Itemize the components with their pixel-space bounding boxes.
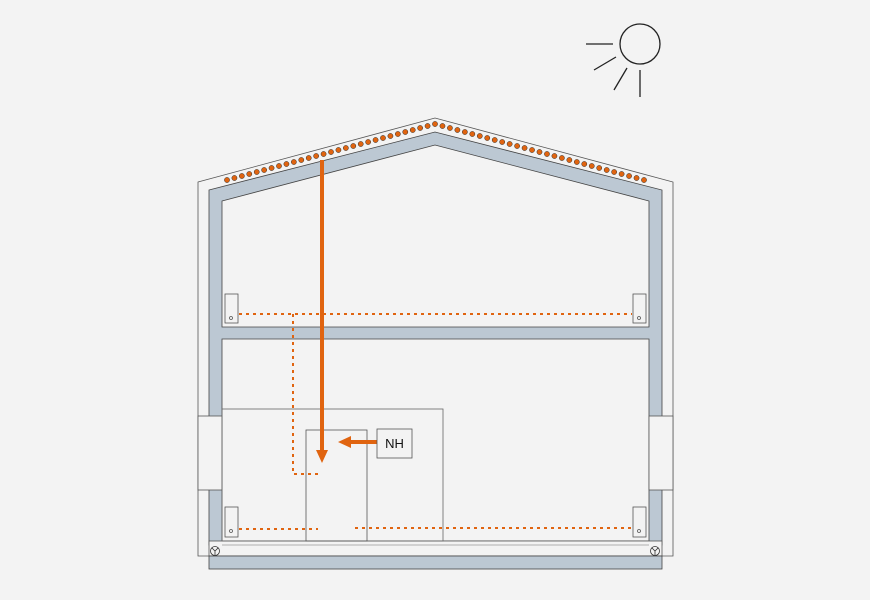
radiator: [224, 293, 239, 324]
solar-collector-dot: [559, 155, 565, 161]
solar-collector-dot: [462, 129, 468, 135]
ventilation-icon: [210, 546, 220, 556]
solar-collector-dot: [573, 159, 580, 165]
solar-collector-dot: [484, 135, 491, 141]
solar-collector-dot: [283, 161, 290, 167]
solar-collector-dot: [424, 123, 431, 129]
solar-collector-dot: [298, 157, 305, 163]
radiator: [632, 293, 647, 324]
solar-collector-dot: [529, 147, 535, 153]
solar-collector-dot: [291, 159, 297, 165]
solar-collector-dot: [588, 163, 595, 169]
solar-collector-dot: [395, 131, 401, 137]
solar-collector-dot: [544, 151, 550, 157]
solar-collector-dot: [641, 177, 647, 183]
solar-collector-dot: [611, 169, 617, 175]
solar-collector-dot: [380, 135, 386, 141]
solar-collector-dot: [335, 147, 342, 153]
solar-collector-dot: [536, 149, 543, 155]
solar-collector-dot: [506, 141, 513, 147]
sun-icon: [586, 23, 661, 97]
ventilation-icon: [650, 546, 660, 556]
solar-collector-dot: [313, 153, 319, 159]
solar-collector-dot: [603, 167, 610, 173]
solar-collector-dot: [365, 139, 371, 145]
ground-floor-slab: [208, 540, 663, 557]
solar-collector-dot: [343, 145, 349, 151]
radiators: [224, 293, 647, 538]
solar-collector-dot: [224, 177, 230, 183]
solar-collector-dot: [626, 173, 632, 179]
solar-collector-dot: [239, 173, 245, 179]
solar-collector-dot: [246, 171, 253, 177]
solar-collector-dot: [551, 153, 558, 159]
solar-collector-dot: [514, 143, 520, 149]
solar-collector-dot: [357, 141, 364, 147]
solar-collector-dot: [417, 125, 423, 131]
heating-pipes: [239, 313, 632, 530]
solar-collector-dot: [402, 129, 409, 135]
foundation: [208, 555, 663, 570]
solar-collector-dot: [350, 143, 357, 149]
heat-storage-tank: [305, 429, 368, 542]
solar-collector-roof: [224, 121, 647, 183]
solar-collector-dot: [581, 161, 588, 167]
window-left: [197, 415, 223, 491]
solar-collector-dot: [276, 163, 282, 169]
solar-collector-dot: [409, 127, 416, 133]
solar-collector-dot: [439, 123, 446, 129]
solar-collector-dot: [231, 175, 238, 181]
solar-collector-dot: [432, 121, 438, 127]
solar-collector-dot: [372, 137, 379, 143]
solar-collector-dot: [305, 155, 312, 161]
solar-collector-dot: [499, 139, 506, 145]
solar-flow-arrow: [316, 160, 328, 463]
solar-collector-dot: [633, 175, 640, 181]
solar-collector-dot: [469, 131, 476, 137]
solar-collector-dot: [447, 125, 453, 131]
solar-collector-dot: [476, 133, 483, 139]
solar-collector-dot: [618, 171, 625, 177]
solar-collector-dot: [387, 133, 394, 139]
solar-collector-dot: [253, 169, 260, 175]
solar-collector-dot: [521, 145, 528, 151]
radiator: [224, 506, 239, 538]
radiator: [632, 506, 647, 538]
solar-collector-dot: [566, 157, 573, 163]
solar-collector-dot: [261, 167, 267, 173]
reheater-label: NH: [385, 436, 404, 451]
solar-collector-dot: [491, 137, 498, 143]
solar-collector-dot: [268, 165, 275, 171]
solar-collector-dot: [596, 165, 603, 171]
solar-collector-dot: [320, 151, 327, 157]
solar-collector-dot: [328, 149, 334, 155]
reheat-flow-arrow: [338, 436, 380, 448]
reheater-box: [376, 428, 413, 459]
window-right: [648, 415, 674, 491]
solar-collector-dot: [454, 127, 461, 133]
